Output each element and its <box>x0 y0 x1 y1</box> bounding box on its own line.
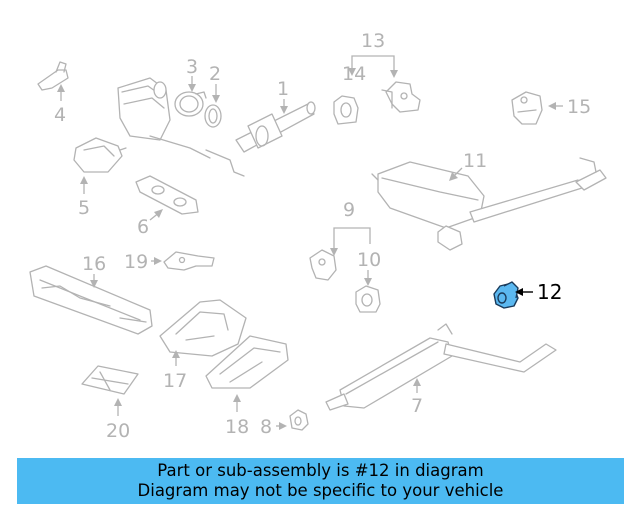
part-2-gasket[interactable] <box>204 104 222 128</box>
part-7-center-muffler[interactable] <box>325 323 557 411</box>
part-20-plate[interactable] <box>81 365 139 395</box>
callout-19: 19 <box>124 251 148 273</box>
part-1-front-pipe[interactable] <box>235 101 316 153</box>
part-19-bracket[interactable] <box>163 251 215 271</box>
banner-line-1: Part or sub-assembly is #12 in diagram <box>157 461 484 480</box>
callout-10: 10 <box>357 249 381 271</box>
callout-3: 3 <box>186 56 198 78</box>
callout-1: 1 <box>277 78 289 100</box>
callout-17: 17 <box>163 370 187 392</box>
part-10-isolator[interactable] <box>355 285 381 313</box>
callout-8: 8 <box>260 416 272 438</box>
part-5-heat-shield[interactable] <box>73 137 127 173</box>
part-18-heat-shield[interactable] <box>205 335 289 389</box>
callout-16: 16 <box>82 253 106 275</box>
part-14-hanger[interactable] <box>333 95 359 125</box>
banner-line-2: Diagram may not be specific to your vehi… <box>137 481 504 500</box>
callout-14: 14 <box>342 63 366 85</box>
part-16-underbody-shield[interactable] <box>29 265 153 335</box>
callout-5: 5 <box>78 197 90 219</box>
callout-11: 11 <box>463 150 487 172</box>
part-11-rear-muffler[interactable] <box>371 157 607 251</box>
part-6-gasket[interactable] <box>135 175 199 215</box>
part-15-hanger-bracket[interactable] <box>511 91 543 125</box>
callout-9: 9 <box>343 199 355 221</box>
callout-20: 20 <box>106 420 130 442</box>
part-12-hanger-highlighted[interactable] <box>493 281 519 309</box>
part-8-clamp[interactable] <box>289 409 309 431</box>
part-3-clamp[interactable] <box>174 91 207 117</box>
part-17-heat-shield[interactable] <box>159 299 247 357</box>
callout-6: 6 <box>137 216 149 238</box>
callout-7: 7 <box>411 395 423 417</box>
callout-13: 13 <box>361 30 385 52</box>
callout-2: 2 <box>209 63 221 85</box>
part-4-bracket[interactable] <box>37 61 69 91</box>
callout-12: 12 <box>537 280 562 304</box>
callout-15: 15 <box>567 96 591 118</box>
catalytic-converter[interactable] <box>117 77 245 177</box>
callout-4: 4 <box>54 104 66 126</box>
part-13-bracket[interactable] <box>381 81 421 113</box>
part-9-bracket[interactable] <box>309 249 337 281</box>
callout-18: 18 <box>225 416 249 438</box>
info-banner: Part or sub-assembly is #12 in diagram D… <box>17 458 624 504</box>
